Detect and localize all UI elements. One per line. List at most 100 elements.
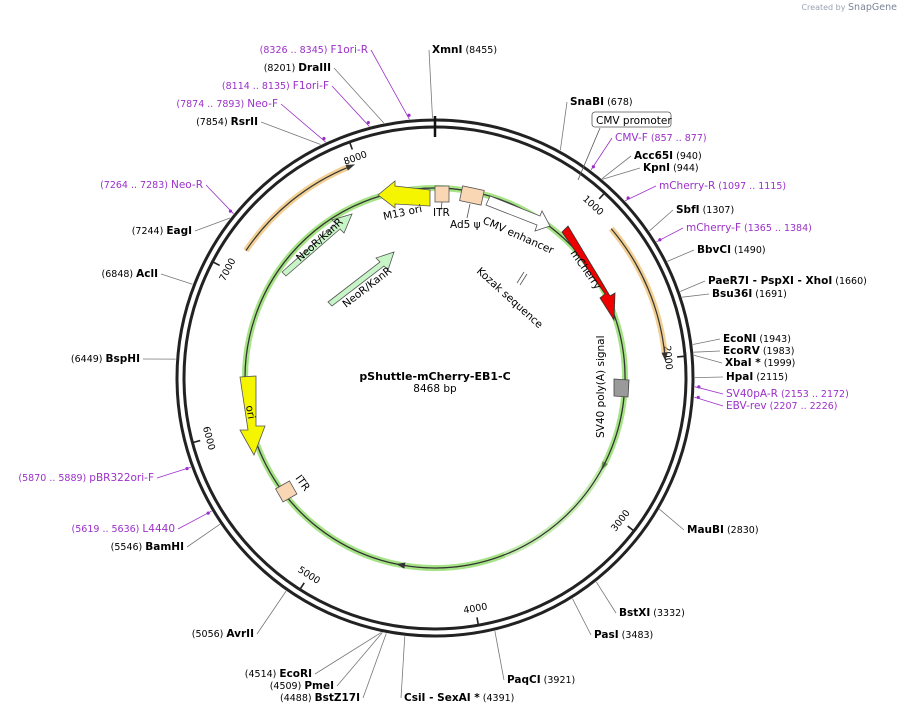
primer-site-mark <box>658 238 662 242</box>
enzyme-leader-line <box>667 249 695 262</box>
primer-range: (7264 .. 7283) <box>100 180 171 191</box>
enzyme-position: (4509) <box>270 681 305 692</box>
tick-label: 3000 <box>609 508 632 534</box>
primer-range: (857 .. 877) <box>648 133 707 144</box>
enzyme-label-9: EcoRV (1983) <box>723 345 794 357</box>
enzyme-leader-line <box>400 636 406 699</box>
enzyme-position: (7854) <box>196 117 231 128</box>
primer-label-2: (7874 .. 7893) Neo-F <box>176 98 278 110</box>
enzyme-name: HpaI <box>726 371 753 383</box>
enzyme-label-16: CsiI - SexAI * (4391) <box>404 692 514 704</box>
primer-leader-line <box>370 49 410 120</box>
primer-site-mark <box>697 385 701 389</box>
orf-arc-right <box>610 228 666 356</box>
orf-arc-right-arrowhead <box>661 352 668 362</box>
feature-label: ori <box>243 404 257 420</box>
enzyme-position: (3921) <box>541 675 576 686</box>
enzyme-name: CsiI - SexAI * <box>404 692 480 704</box>
primer-leader-line <box>177 510 212 530</box>
feature-sv40-polya: SV40 poly(A) signal <box>595 335 630 438</box>
enzyme-label-11: HpaI (2115) <box>726 371 788 383</box>
enzyme-position: (5546) <box>111 542 146 553</box>
primer-leader-line <box>625 185 657 202</box>
enzyme-leader-line <box>694 376 724 379</box>
enzyme-position: (2830) <box>724 525 759 536</box>
enzyme-label-3: KpnI (944) <box>643 162 699 174</box>
tick-mark <box>193 439 201 444</box>
feature-mcherry: mCherry <box>561 225 616 322</box>
enzyme-name: BstXI <box>619 607 650 619</box>
primer-label-7: mCherry-R (1097 .. 1115) <box>659 180 786 192</box>
primer-range: (8326 .. 8345) <box>260 45 331 56</box>
enzyme-leader-line <box>260 121 321 145</box>
enzyme-leader-line <box>659 508 685 531</box>
enzyme-label-23: (6848) AclI <box>102 268 158 280</box>
feature-label: Kozak sequence <box>474 265 545 331</box>
primer-name: Neo-R <box>171 179 203 191</box>
enzyme-name: RsrII <box>231 116 258 128</box>
enzyme-name: SbfI <box>676 204 700 216</box>
enzyme-name: BstZ17I <box>315 692 360 704</box>
primer-range: (2207 .. 2226) <box>767 401 838 412</box>
primer-label-0: (8326 .. 8345) F1ori-R <box>260 44 368 56</box>
enzyme-name: PasI <box>594 629 619 641</box>
enzyme-label-22: (6449) BspHI <box>71 353 140 365</box>
primer-site-mark <box>407 113 411 117</box>
enzyme-name: EcoRI <box>279 668 312 680</box>
enzyme-position: (8201) <box>264 63 299 74</box>
enzyme-label-15: PaqCI (3921) <box>507 674 575 686</box>
enzyme-name: PaeR7I - PspXI - XhoI <box>708 275 832 287</box>
enzyme-label-24: (7244) EagI <box>132 225 192 237</box>
enzyme-name: AvrII <box>226 628 254 640</box>
feature-neor-kanr-2: NeoR/KanR <box>327 251 395 310</box>
enzyme-leader-line <box>693 350 721 353</box>
plasmid-name: pShuttle-mCherry-EB1-C <box>359 370 510 383</box>
enzyme-position: (1660) <box>832 276 867 287</box>
enzyme-leader-line <box>336 632 383 687</box>
tick-mark <box>476 617 479 625</box>
primer-site-mark <box>228 209 233 213</box>
enzyme-position: (5056) <box>192 629 227 640</box>
enzyme-leader-line <box>572 598 592 636</box>
primer-leader-line <box>280 103 326 143</box>
primer-range: (8114 .. 8135) <box>222 81 293 92</box>
enzyme-position: (7244) <box>132 226 167 237</box>
feature-label: SV40 poly(A) signal <box>595 335 607 438</box>
enzyme-position: (6449) <box>71 354 106 365</box>
tick-label: 6000 <box>200 425 217 451</box>
enzyme-position: (4391) <box>480 693 515 704</box>
enzyme-leader-line <box>333 67 385 124</box>
enzyme-label-17: (4488) BstZ17I <box>280 692 360 704</box>
enzyme-position: (1490) <box>731 245 766 256</box>
enzyme-label-5: BbvCI (1490) <box>697 244 766 256</box>
tick-label: 7000 <box>218 257 239 284</box>
enzyme-leader-line <box>494 630 505 681</box>
enzyme-leader-line <box>559 101 568 151</box>
feature-kozak: Kozak sequence <box>474 265 545 331</box>
enzyme-label-4: SbfI (1307) <box>676 204 734 216</box>
enzyme-leader-line <box>682 293 710 298</box>
enzyme-name: BamHI <box>145 541 184 553</box>
orf-arc-top-left-glow <box>243 163 351 253</box>
enzyme-leader-line <box>595 581 617 614</box>
enzyme-leader-line <box>692 338 721 345</box>
enzyme-name: EagI <box>166 225 192 237</box>
primer-range: (1097 .. 1115) <box>715 181 786 192</box>
enzyme-leader-line <box>428 49 433 119</box>
primer-range: (1365 .. 1384) <box>741 223 812 234</box>
enzyme-label-10: XbaI * (1999) <box>725 357 795 369</box>
enzyme-position: (1999) <box>761 358 796 369</box>
tick-mark <box>213 261 221 267</box>
snapgene-logo: SnapGene <box>848 2 897 13</box>
primer-leader-line <box>331 85 370 127</box>
feature-label: ITR <box>433 207 450 219</box>
orf-arc-top-left <box>245 166 350 251</box>
enzyme-name: BspHI <box>106 353 140 365</box>
primer-name: Neo-F <box>247 98 278 110</box>
primer-site-mark <box>206 511 210 515</box>
enzyme-label-13: BstXI (3332) <box>619 607 685 619</box>
plasmid-length: 8468 bp <box>413 383 457 395</box>
enzyme-position: (8455) <box>462 45 497 56</box>
tick-mark <box>349 142 354 150</box>
